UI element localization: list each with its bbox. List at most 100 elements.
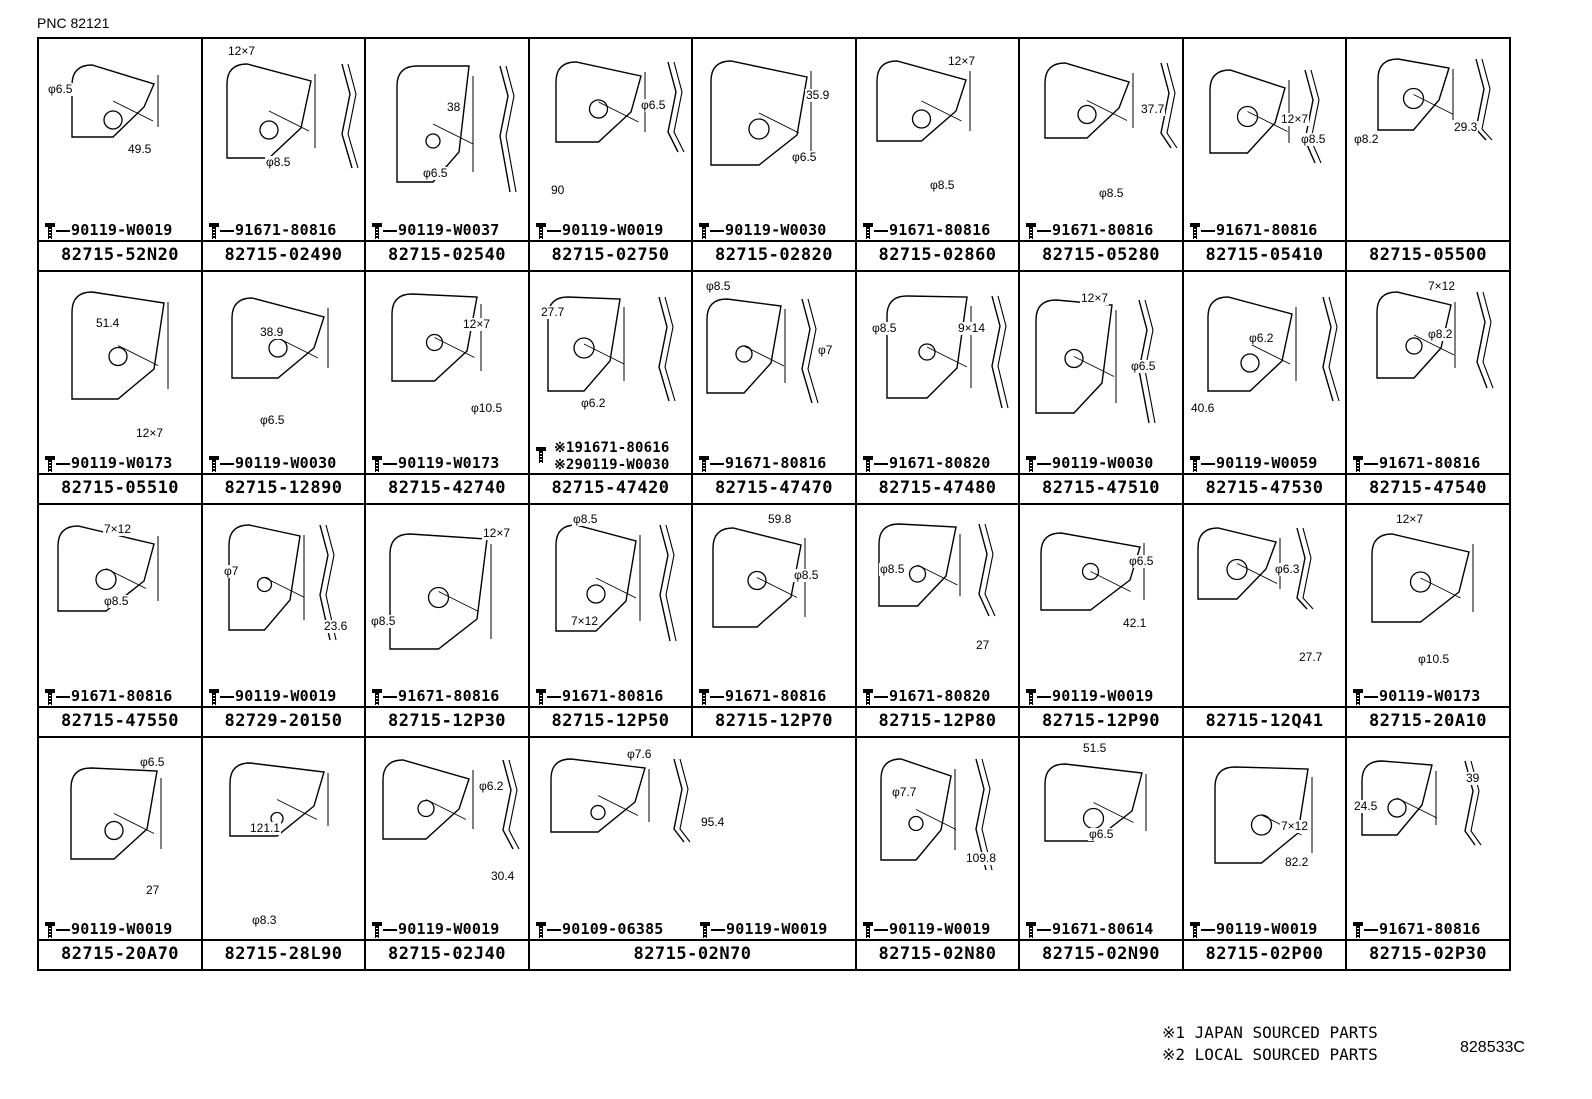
bolt-part-number[interactable]: 90119-W0173: [372, 455, 500, 472]
bolt-part-number[interactable]: 90119-W0030: [209, 455, 337, 472]
part-number[interactable]: 82715-12P70: [693, 706, 855, 736]
bolt-part-number[interactable]: 90119-W0019: [536, 222, 664, 239]
bolt-part-number[interactable]: 91671-80816: [372, 688, 500, 705]
bolt-part-number[interactable]: 90119-W0037: [372, 222, 500, 239]
bolt-part-number[interactable]: 90119-W0019: [45, 921, 173, 938]
part-number[interactable]: 82715-02860: [857, 240, 1018, 270]
bolt-part-number[interactable]: 90119-W0173: [45, 455, 173, 472]
part-number[interactable]: 82715-02N80: [857, 939, 1018, 969]
bolt-part-number[interactable]: 90109-06385: [536, 921, 664, 938]
bolt-part-number[interactable]: 90119-W0059: [1190, 455, 1318, 472]
bolt-part-number[interactable]: 90119-W0019: [372, 921, 500, 938]
bolt-part-number[interactable]: 91671-80816: [699, 455, 827, 472]
part-number[interactable]: 82715-12Q41: [1184, 706, 1345, 736]
bolt-part-number[interactable]: 90119-W0019: [45, 222, 173, 239]
part-number[interactable]: 82715-12P30: [366, 706, 528, 736]
part-number[interactable]: 82715-02820: [693, 240, 855, 270]
bolt-part-number[interactable]: 90119-W0019: [1190, 921, 1318, 938]
bolt-part-number[interactable]: 90119-W0019: [700, 921, 828, 938]
bolt-part-number[interactable]: 90119-W0030: [1026, 455, 1154, 472]
part-number[interactable]: 82715-47530: [1184, 473, 1345, 503]
part-number[interactable]: 82715-47540: [1347, 473, 1509, 503]
bolt-part-number[interactable]: 91671-80816: [1353, 921, 1481, 938]
part-number[interactable]: 82715-47470: [693, 473, 855, 503]
bolt-part-number[interactable]: 91671-80816: [863, 222, 991, 239]
bolt-part-number[interactable]: 90119-W0019: [1026, 688, 1154, 705]
part-number[interactable]: 82715-02540: [366, 240, 528, 270]
part-number[interactable]: 82715-02P00: [1184, 939, 1345, 969]
part-number[interactable]: 82715-02N70: [530, 939, 855, 969]
part-number[interactable]: 82715-12P90: [1020, 706, 1182, 736]
part-number[interactable]: 82715-05510: [39, 473, 201, 503]
bolt-part-number[interactable]: 91671-80614: [1026, 921, 1154, 938]
part-number[interactable]: 82715-12P50: [530, 706, 691, 736]
part-number[interactable]: 82715-20A10: [1347, 706, 1509, 736]
part-number[interactable]: 82715-47510: [1020, 473, 1182, 503]
bolt-part-number[interactable]: 90119-W0173: [1353, 688, 1481, 705]
part-number[interactable]: 82715-28L90: [203, 939, 364, 969]
part-number[interactable]: 82715-12890: [203, 473, 364, 503]
part-number[interactable]: 82715-47550: [39, 706, 201, 736]
bolt-part-number[interactable]: 91671-80816: [699, 688, 827, 705]
bolt-part-number[interactable]: 91671-80816: [209, 222, 337, 239]
bolt-part-number[interactable]: ※290119-W0030: [554, 457, 669, 474]
part-number[interactable]: 82715-52N20: [39, 240, 201, 270]
part-number[interactable]: 82715-47420: [530, 473, 691, 503]
bolt-part-number[interactable]: 90119-W0030: [699, 222, 827, 239]
part-number[interactable]: 82715-02750: [530, 240, 691, 270]
bolt-part-number[interactable]: 91671-80816: [1190, 222, 1318, 239]
part-number[interactable]: 82715-05410: [1184, 240, 1345, 270]
part-number[interactable]: 82715-02J40: [366, 939, 528, 969]
bolt-part-number[interactable]: 91671-80816: [1353, 455, 1481, 472]
part-number[interactable]: 82729-20150: [203, 706, 364, 736]
part-number[interactable]: 82715-12P80: [857, 706, 1018, 736]
bolt-part-number[interactable]: 91671-80816: [1026, 222, 1154, 239]
bolt-part-number[interactable]: 91671-80816: [45, 688, 173, 705]
bolt-part-number[interactable]: 91671-80820: [863, 455, 991, 472]
part-number[interactable]: 82715-02P30: [1347, 939, 1509, 969]
part-number[interactable]: 82715-05500: [1347, 240, 1509, 270]
bolt-part-number[interactable]: 91671-80816: [536, 688, 664, 705]
bolt-part-number[interactable]: ※191671-80616: [536, 440, 669, 463]
part-number[interactable]: 82715-05280: [1020, 240, 1182, 270]
part-number[interactable]: 82715-42740: [366, 473, 528, 503]
part-number[interactable]: 82715-02N90: [1020, 939, 1182, 969]
bolt-part-number[interactable]: 91671-80820: [863, 688, 991, 705]
bolt-part-number[interactable]: 90119-W0019: [209, 688, 337, 705]
part-number[interactable]: 82715-47480: [857, 473, 1018, 503]
part-number[interactable]: 82715-20A70: [39, 939, 201, 969]
